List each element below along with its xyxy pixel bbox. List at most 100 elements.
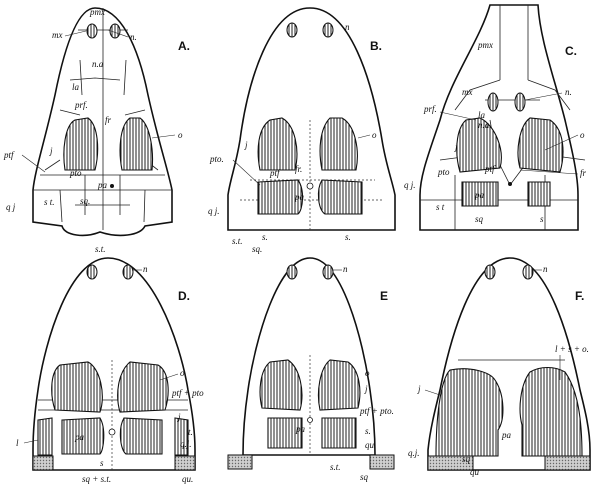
label: n — [343, 264, 348, 274]
label: l + s + o. — [555, 344, 589, 354]
panel-letter: D. — [178, 289, 190, 303]
label: sq — [462, 454, 471, 464]
panel-letter: F. — [575, 289, 584, 303]
label: s. — [262, 232, 268, 242]
label: qu. — [365, 440, 376, 450]
label: s.t. — [95, 244, 106, 254]
label: pmx — [477, 40, 493, 50]
label: qu. — [182, 474, 193, 484]
label: s t. — [44, 197, 55, 207]
label: pto. — [209, 154, 224, 164]
label: pa — [97, 180, 108, 190]
panel-letter: C. — [565, 44, 577, 58]
label: sq. — [252, 244, 262, 254]
label: ptf — [484, 164, 496, 174]
label: fr — [580, 168, 587, 178]
label: la — [72, 82, 80, 92]
label: s.t. — [330, 462, 341, 472]
panel-c: C. pmx n. mx prf. la n.a. o j pto ptf fr… — [404, 5, 587, 230]
orbit-left — [260, 360, 302, 410]
quadrate-left — [33, 456, 53, 470]
label: fr. — [295, 164, 302, 174]
label: n — [543, 264, 548, 274]
label: n.a — [92, 59, 104, 69]
quadrate-right — [370, 455, 394, 469]
panel-f: F. n l + s + o. j pa q.j. sq qu — [408, 258, 590, 477]
label: j — [417, 384, 421, 394]
label: n.a. — [478, 120, 492, 130]
label: sq + s.t. — [82, 474, 111, 484]
panel-letter: E — [380, 289, 388, 303]
label: sq — [360, 472, 369, 482]
label: ptf + pto — [171, 388, 204, 398]
quadrate-right — [175, 456, 195, 470]
label: prf. — [74, 100, 88, 110]
quadrate-right — [545, 456, 590, 470]
label: l — [16, 438, 19, 448]
label: q.j. — [408, 448, 420, 458]
skull-outline — [33, 258, 195, 470]
label: s. — [365, 426, 371, 436]
panel-b: B. n o j pto. fr. ptf pa q j. s.t. sq. s… — [208, 8, 395, 254]
label: q j. — [208, 206, 220, 216]
label: n — [143, 264, 148, 274]
label: s.t. — [232, 236, 243, 246]
label: n. — [130, 32, 137, 42]
label: la — [478, 110, 486, 120]
temporal-fossa-right — [322, 418, 356, 448]
orbit-left — [64, 118, 98, 170]
panel-letter: A. — [178, 39, 190, 53]
label: qu — [470, 467, 480, 477]
label: pmx — [89, 7, 105, 17]
label: pa — [294, 192, 305, 202]
label: o — [372, 130, 377, 140]
label: sq. — [80, 196, 90, 206]
label: s — [540, 214, 544, 224]
label: j — [177, 412, 181, 422]
label: mx — [52, 30, 63, 40]
panel-e: E n o j ptf + pto. pa s. qu. s.t. sq — [228, 258, 394, 482]
label: q.j. — [180, 439, 192, 449]
label: q j — [6, 202, 16, 212]
label: o — [580, 130, 585, 140]
label: s — [100, 458, 104, 468]
quadrate-left — [228, 455, 252, 469]
orbit-right — [118, 362, 168, 412]
panel-d: D. n o ptf + pto j t. q.j. l pa s sq + s… — [16, 258, 204, 484]
temporal-fossa-right — [528, 182, 550, 206]
temporal-fossa-right — [318, 180, 362, 214]
label: pto — [69, 168, 82, 178]
label: n. — [565, 87, 572, 97]
skull-outline — [420, 5, 578, 230]
label: n — [345, 22, 350, 32]
orbit-right — [318, 360, 359, 410]
label: ptf + pto. — [359, 406, 394, 416]
label: j — [49, 146, 53, 156]
panel-a: A. pmx n. mx n.a la prf. fr o ptf j pto … — [3, 7, 190, 254]
label: pa — [501, 430, 512, 440]
temporal-fossa-left — [436, 369, 503, 456]
label: j — [244, 140, 248, 150]
orbit-left — [52, 362, 103, 412]
label: pto — [437, 167, 450, 177]
temporal-fossa-right — [120, 418, 162, 454]
label: fr — [105, 115, 112, 125]
label: pa — [474, 190, 485, 200]
label: s. — [345, 232, 351, 242]
label: t. — [188, 427, 193, 437]
label: o — [365, 368, 370, 378]
label: q j. — [404, 180, 416, 190]
label: o — [180, 368, 185, 378]
label: ptf — [3, 150, 15, 160]
label: mx — [462, 87, 473, 97]
label: prf. — [423, 104, 437, 114]
label: s t — [436, 202, 445, 212]
label: j — [364, 384, 368, 394]
label: ptf — [269, 168, 281, 178]
label: sq — [475, 214, 484, 224]
label: j — [454, 142, 458, 152]
label: o — [178, 130, 183, 140]
label: pa — [295, 424, 306, 434]
label: pa — [74, 432, 85, 442]
